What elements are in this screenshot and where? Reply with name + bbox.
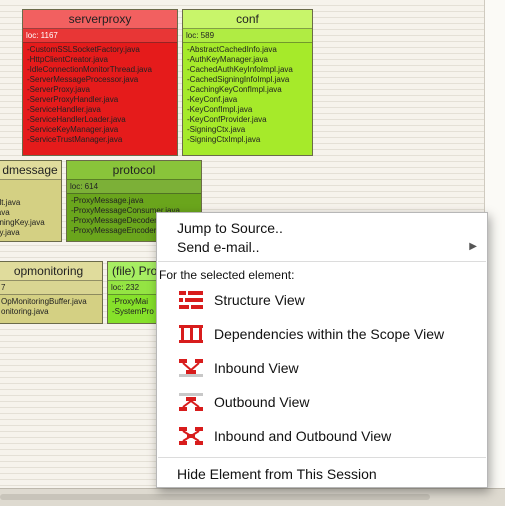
file-list: OpMonitoringBuffer.java onitoring.java xyxy=(0,295,102,317)
horizontal-scrollbar[interactable] xyxy=(0,488,505,506)
module-loc: loc: 614 xyxy=(67,180,201,194)
menu-item-label: Inbound View xyxy=(214,360,299,376)
menu-item-inbound-outbound-view[interactable]: Inbound and Outbound View xyxy=(157,424,487,448)
file-item[interactable]: -CachedSigningInfoImpl.java xyxy=(187,75,290,84)
file-item[interactable]: OpMonitoringBuffer.java xyxy=(1,297,87,306)
file-item[interactable]: java xyxy=(0,208,10,217)
file-item[interactable]: -KeyConfProvider.java xyxy=(187,115,267,124)
outbound-view-icon xyxy=(179,393,203,411)
file-item[interactable]: ey.java xyxy=(0,228,20,237)
menu-item-send-email[interactable]: Send e-mail.. ▶ xyxy=(157,237,487,257)
menu-item-outbound-view[interactable]: Outbound View xyxy=(157,390,487,414)
menu-separator xyxy=(158,261,486,262)
file-item[interactable]: -IdleConnectionMonitorThread.java xyxy=(27,65,152,74)
menu-item-label: Structure View xyxy=(214,292,305,308)
file-item[interactable]: -ServerProxy.java xyxy=(27,85,90,94)
file-list: -CustomSSLSocketFactory.java -HttpClient… xyxy=(23,43,177,145)
file-item[interactable]: -ServerMessageProcessor.java xyxy=(27,75,139,84)
module-title: conf xyxy=(183,10,312,29)
file-item[interactable]: -ServiceKeyManager.java xyxy=(27,125,119,134)
module-loc: 7 xyxy=(0,281,102,295)
module-dmessage[interactable]: dmessage ult.java java gningKey.java ey.… xyxy=(0,160,62,242)
menu-item-label: Send e-mail.. xyxy=(177,239,260,255)
file-item[interactable]: -SigningCtx.java xyxy=(187,125,246,134)
module-loc: loc: 589 xyxy=(183,29,312,43)
file-item[interactable]: -ServiceTrustManager.java xyxy=(27,135,123,144)
file-item[interactable]: -ServerProxyHandler.java xyxy=(27,95,119,104)
module-loc: loc: 1167 xyxy=(23,29,177,43)
submenu-arrow-icon: ▶ xyxy=(469,241,477,252)
menu-item-dependencies-view[interactable]: Dependencies within the Scope View xyxy=(157,322,487,346)
scrollbar-track[interactable] xyxy=(0,494,430,500)
file-item[interactable]: -ServiceHandler.java xyxy=(27,105,101,114)
structure-view-icon xyxy=(179,291,203,309)
file-list: ult.java java gningKey.java ey.java xyxy=(0,180,61,238)
menu-item-label: Inbound and Outbound View xyxy=(214,428,392,444)
file-item[interactable]: -CustomSSLSocketFactory.java xyxy=(27,45,140,54)
file-item[interactable]: -CachingKeyConfImpl.java xyxy=(187,85,282,94)
menu-item-label: Dependencies within the Scope View xyxy=(214,326,445,342)
module-conf[interactable]: conf loc: 589 -AbstractCachedInfo.java -… xyxy=(182,9,313,156)
module-title: opmonitoring xyxy=(0,262,102,281)
file-item[interactable]: -HttpClientCreator.java xyxy=(27,55,108,64)
file-item[interactable]: -ProxyMessage.java xyxy=(71,196,144,205)
menu-item-hide-element[interactable]: Hide Element from This Session xyxy=(177,466,377,482)
module-title: serverproxy xyxy=(23,10,177,29)
file-item[interactable]: -ServiceHandlerLoader.java xyxy=(27,115,126,124)
dependencies-view-icon xyxy=(179,325,203,343)
menu-section-label: For the selected element: xyxy=(159,268,295,282)
module-title: protocol xyxy=(67,161,201,180)
module-serverproxy[interactable]: serverproxy loc: 1167 -CustomSSLSocketFa… xyxy=(22,9,178,156)
menu-item-jump-to-source[interactable]: Jump to Source.. xyxy=(177,220,283,236)
file-item[interactable]: onitoring.java xyxy=(1,307,49,316)
menu-item-structure-view[interactable]: Structure View xyxy=(157,288,487,312)
inbound-outbound-view-icon xyxy=(179,427,203,445)
module-opmonitoring[interactable]: opmonitoring 7 OpMonitoringBuffer.java o… xyxy=(0,261,103,324)
menu-item-label: Outbound View xyxy=(214,394,310,410)
menu-item-inbound-view[interactable]: Inbound View xyxy=(157,356,487,380)
file-item[interactable]: gningKey.java xyxy=(0,218,45,227)
file-list: -AbstractCachedInfo.java -AuthKeyManager… xyxy=(183,43,312,145)
file-item[interactable]: -SigningCtxImpl.java xyxy=(187,135,261,144)
module-title: dmessage xyxy=(0,161,61,180)
file-item[interactable]: -KeyConfImpl.java xyxy=(187,105,253,114)
context-menu: Jump to Source.. Send e-mail.. ▶ For the… xyxy=(156,212,488,488)
file-item[interactable]: -AbstractCachedInfo.java xyxy=(187,45,277,54)
file-item[interactable]: ult.java xyxy=(0,198,21,207)
file-item[interactable]: -KeyConf.java xyxy=(187,95,238,104)
file-item[interactable]: -CachedAuthKeyInfoImpl.java xyxy=(187,65,293,74)
inbound-view-icon xyxy=(179,359,203,377)
file-item[interactable]: -AuthKeyManager.java xyxy=(187,55,268,64)
menu-separator xyxy=(158,457,486,458)
